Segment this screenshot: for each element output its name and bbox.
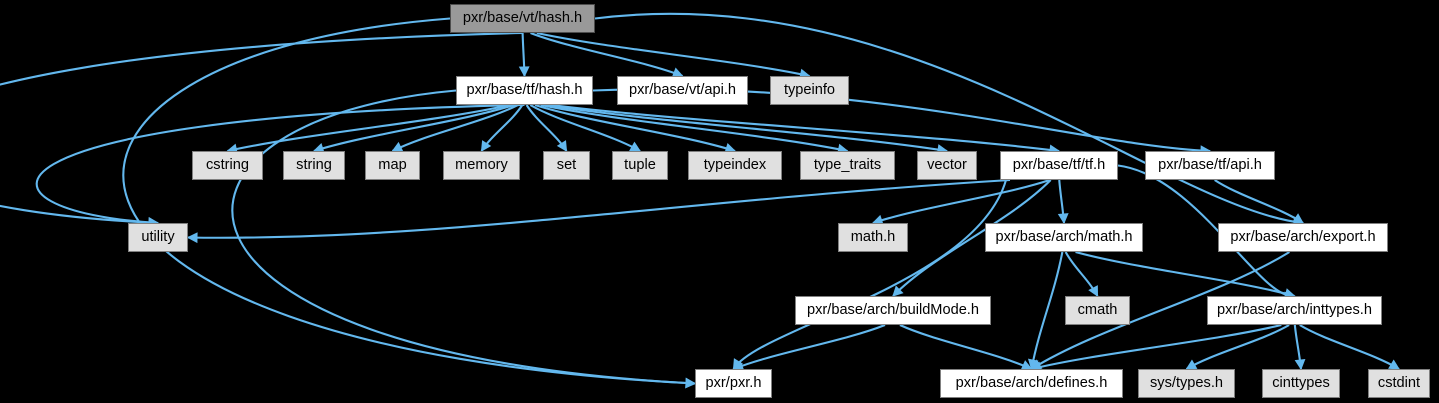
graph-node-label: sys/types.h [1150,375,1223,392]
graph-node-label: cstdint [1377,375,1421,392]
graph-node-label: string [296,157,332,174]
graph-node-label: cstring [206,157,249,174]
graph-node-label: cinttypes [1272,375,1330,392]
graph-node-set[interactable]: set [543,151,590,180]
graph-node-label: vector [927,157,967,174]
graph-node-vt_api[interactable]: pxr/base/vt/api.h [617,76,748,105]
graph-node-arch_int[interactable]: pxr/base/arch/inttypes.h [1207,296,1382,325]
graph-node-typeinfo[interactable]: typeinfo [770,76,849,105]
graph-node-arch_math[interactable]: pxr/base/arch/math.h [985,223,1143,252]
graph-node-type_traits[interactable]: type_traits [800,151,895,180]
graph-node-label: pxr/base/tf/hash.h [466,82,583,99]
graph-node-label: pxr/pxr.h [705,375,762,392]
graph-node-cstring[interactable]: cstring [192,151,263,180]
graph-node-label: map [378,157,407,174]
graph-node-memory[interactable]: memory [443,151,520,180]
graph-node-label: pxr/base/tf/api.h [1158,157,1262,174]
graph-node-label: pxr/base/arch/defines.h [955,375,1108,392]
graph-node-label: pxr/base/vt/api.h [628,82,737,99]
graph-node-label: math.h [850,229,896,246]
graph-node-cmath[interactable]: cmath [1065,296,1130,325]
graph-node-pxr_pxr[interactable]: pxr/pxr.h [695,369,772,398]
graph-node-label: pxr/base/vt/hash.h [462,10,583,27]
graph-node-arch_export[interactable]: pxr/base/arch/export.h [1218,223,1388,252]
graph-node-math_h[interactable]: math.h [838,223,908,252]
graph-node-label: utility [141,229,175,246]
graph-node-label: typeinfo [783,82,836,99]
graph-node-string[interactable]: string [283,151,345,180]
graph-node-label: set [556,157,577,174]
graph-node-typeindex[interactable]: typeindex [688,151,782,180]
graph-node-tf_tf[interactable]: pxr/base/tf/tf.h [1000,151,1118,180]
graph-node-label: pxr/base/arch/export.h [1230,229,1376,246]
graph-node-label: typeindex [703,157,767,174]
graph-node-tf_api[interactable]: pxr/base/tf/api.h [1145,151,1275,180]
graph-node-tuple[interactable]: tuple [612,151,668,180]
graph-node-label: type_traits [813,157,882,174]
graph-node-cstdint[interactable]: cstdint [1368,369,1430,398]
graph-node-label: tuple [624,157,656,174]
graph-node-map[interactable]: map [365,151,420,180]
graph-node-label: pxr/base/arch/buildMode.h [807,302,979,319]
graph-node-label: pxr/base/tf/tf.h [1012,157,1106,174]
graph-node-vector[interactable]: vector [917,151,977,180]
graph-node-label: pxr/base/arch/math.h [995,229,1133,246]
graph-node-tf_hash[interactable]: pxr/base/tf/hash.h [456,76,593,105]
graph-node-vt_hash[interactable]: pxr/base/vt/hash.h [450,4,595,33]
graph-node-label: memory [455,157,508,174]
graph-node-utility[interactable]: utility [128,223,188,252]
graph-node-arch_build[interactable]: pxr/base/arch/buildMode.h [795,296,991,325]
graph-node-label: cmath [1077,302,1118,319]
graph-node-sys_types[interactable]: sys/types.h [1138,369,1235,398]
graph-node-arch_def[interactable]: pxr/base/arch/defines.h [940,369,1123,398]
graph-node-label: pxr/base/arch/inttypes.h [1217,302,1372,319]
graph-node-cinttypes[interactable]: cinttypes [1262,369,1340,398]
